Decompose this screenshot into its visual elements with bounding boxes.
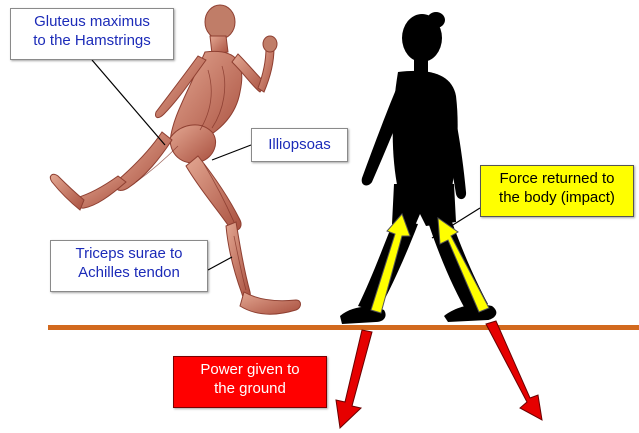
triceps-label-line-1: Triceps surae to — [57, 244, 201, 263]
runner-fist — [263, 36, 277, 52]
force-returned-label-box: Force returned to the body (impact) — [480, 165, 634, 217]
power-given-line-1: Power given to — [180, 360, 320, 379]
runner-head — [205, 5, 235, 39]
gluteus-label-line-1: Gluteus maximus — [17, 12, 167, 31]
illiopsoas-label: Illiopsoas — [258, 132, 341, 158]
runner-pelvis — [170, 125, 216, 163]
gluteus-label-line-2: to the Hamstrings — [17, 31, 167, 50]
ground-line — [48, 325, 639, 330]
power-given-label-box: Power given to the ground — [173, 356, 327, 408]
triceps-label-box: Triceps surae to Achilles tendon — [50, 240, 208, 292]
power-given-line-2: the ground — [180, 379, 320, 398]
force-returned-line-1: Force returned to — [487, 169, 627, 188]
power-arrow-right — [486, 321, 542, 420]
runner-front-shin — [226, 222, 250, 299]
triceps-leader — [208, 257, 232, 270]
power-arrow-left — [336, 330, 372, 428]
illiopsoas-label-box: Illiopsoas — [251, 128, 348, 162]
gluteus-label-box: Gluteus maximus to the Hamstrings — [10, 8, 174, 60]
gluteus-leader — [92, 60, 165, 145]
illiopsoas-leader — [212, 145, 251, 160]
runner-rear-foot — [50, 174, 84, 210]
power-arrows — [336, 321, 542, 428]
triceps-label-line-2: Achilles tendon — [57, 263, 201, 282]
runner-front-foot — [240, 292, 301, 314]
force-returned-line-2: the body (impact) — [487, 188, 627, 207]
